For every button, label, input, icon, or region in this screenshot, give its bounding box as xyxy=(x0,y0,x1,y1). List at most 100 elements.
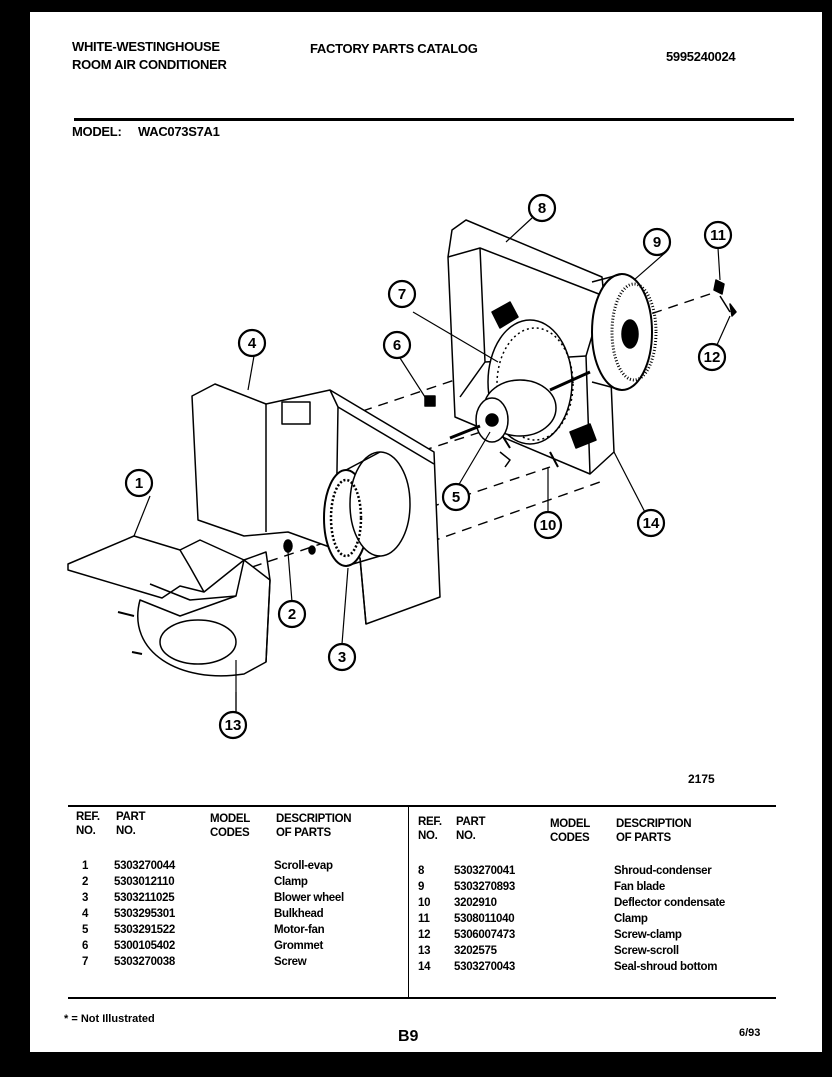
svg-text:14: 14 xyxy=(643,515,660,532)
ref-no-cell: 3 xyxy=(82,892,89,904)
part-no-cell: 5303270893 xyxy=(454,881,515,893)
part-no-cell: 5308011040 xyxy=(454,913,515,925)
catalog-title: FACTORY PARTS CATALOG xyxy=(310,41,478,56)
part-no-cell: 5303295301 xyxy=(114,908,175,920)
svg-text:13: 13 xyxy=(225,717,242,734)
table-top-rule xyxy=(68,805,776,807)
model-value: WAC073S7A1 xyxy=(138,124,220,139)
svg-text:6: 6 xyxy=(393,337,401,354)
callout-1: 1 xyxy=(124,468,154,498)
exploded-parts-diagram: 1 2 3 4 5 6 7 8 9 10 11 12 13 14 xyxy=(67,193,737,740)
ref-no-cell: 11 xyxy=(418,913,430,925)
table-bottom-rule xyxy=(68,997,776,999)
description-cell: Fan blade xyxy=(614,881,665,893)
header-description-right: DESCRIPTION OF PARTS xyxy=(616,818,692,844)
callout-6: 6 xyxy=(382,330,412,360)
part-no-cell: 3202575 xyxy=(454,945,497,957)
fan-blade-part xyxy=(591,273,658,391)
part-no-cell: 5303270044 xyxy=(114,860,175,872)
svg-text:11: 11 xyxy=(710,227,726,244)
description-cell: Screw xyxy=(274,956,307,968)
callout-12: 12 xyxy=(697,342,727,372)
description-cell: Deflector condensate xyxy=(614,897,725,909)
callout-11: 11 xyxy=(703,220,733,250)
part-no-cell: 5303270041 xyxy=(454,865,515,877)
part-no-cell: 5306007473 xyxy=(454,929,515,941)
ref-no-cell: 7 xyxy=(82,956,89,968)
svg-text:4: 4 xyxy=(248,335,257,352)
callout-4: 4 xyxy=(237,328,267,358)
ref-no-cell: 14 xyxy=(418,961,431,973)
description-cell: Shroud-condenser xyxy=(614,865,712,877)
callout-10: 10 xyxy=(533,510,563,540)
blower-wheel-part xyxy=(323,451,411,567)
figure-number: 2175 xyxy=(688,772,715,786)
part-no-cell: 3202910 xyxy=(454,897,497,909)
header-ref-no-right: REF. NO. xyxy=(418,816,442,842)
svg-text:2: 2 xyxy=(288,606,296,623)
svg-text:10: 10 xyxy=(540,517,557,534)
callout-14: 14 xyxy=(636,508,666,538)
description-cell: Clamp xyxy=(614,913,648,925)
description-cell: Bulkhead xyxy=(274,908,324,920)
page-code: B9 xyxy=(398,1028,419,1045)
part-no-cell: 5303270043 xyxy=(454,961,515,973)
ref-no-cell: 9 xyxy=(418,881,425,893)
part-no-cell: 5303270038 xyxy=(114,956,175,968)
model-label: MODEL: xyxy=(72,124,122,139)
brand-line-1: WHITE-WESTINGHOUSE xyxy=(72,39,220,54)
scroll-part xyxy=(131,551,271,736)
revision-date: 6/93 xyxy=(739,1027,761,1039)
callout-9: 9 xyxy=(642,227,672,257)
header-model-codes-right: MODEL CODES xyxy=(550,818,591,844)
motor-fan-part xyxy=(449,370,591,468)
ref-no-cell: 2 xyxy=(82,876,89,888)
svg-text:8: 8 xyxy=(538,200,546,217)
description-cell: Motor-fan xyxy=(274,924,325,936)
part-no-cell: 5303211025 xyxy=(114,892,175,904)
header-part-no-right: PART NO. xyxy=(456,816,486,842)
bulkhead-part xyxy=(191,383,441,625)
callout-8: 8 xyxy=(527,193,557,223)
ref-no-cell: 6 xyxy=(82,940,89,952)
header-model-codes-left: MODEL CODES xyxy=(210,813,251,839)
description-cell: Clamp xyxy=(274,876,308,888)
ref-no-cell: 4 xyxy=(82,908,89,920)
ref-no-cell: 8 xyxy=(418,865,425,877)
svg-text:1: 1 xyxy=(135,475,143,492)
svg-text:9: 9 xyxy=(653,234,661,251)
description-cell: Scroll-evap xyxy=(274,860,333,872)
description-cell: Seal-shroud bottom xyxy=(614,961,718,973)
description-cell: Screw-scroll xyxy=(614,945,679,957)
description-cell: Screw-clamp xyxy=(614,929,682,941)
table-column-divider xyxy=(408,807,409,997)
header-description-left: DESCRIPTION OF PARTS xyxy=(276,813,352,839)
svg-text:7: 7 xyxy=(398,286,406,303)
ref-no-cell: 5 xyxy=(82,924,89,936)
ref-no-cell: 1 xyxy=(82,860,89,872)
part-no-cell: 5300105402 xyxy=(114,940,175,952)
ref-no-cell: 12 xyxy=(418,929,431,941)
catalog-page: WHITE-WESTINGHOUSE ROOM AIR CONDITIONER … xyxy=(30,12,822,1052)
footnote: * = Not Illustrated xyxy=(64,1013,155,1025)
svg-text:12: 12 xyxy=(704,349,721,366)
scroll-evap-part xyxy=(67,535,245,617)
clamp-screw-part xyxy=(713,279,737,317)
svg-text:3: 3 xyxy=(338,649,346,666)
svg-text:5: 5 xyxy=(452,489,460,506)
grommet-part xyxy=(424,395,436,407)
callout-2: 2 xyxy=(277,599,307,629)
callout-13: 13 xyxy=(218,710,248,740)
description-cell: Grommet xyxy=(274,940,324,952)
callout-3: 3 xyxy=(327,642,357,672)
header-ref-no-left: REF. NO. xyxy=(76,811,100,837)
clamp-part xyxy=(283,539,316,555)
description-cell: Blower wheel xyxy=(274,892,344,904)
brand-line-2: ROOM AIR CONDITIONER xyxy=(72,57,227,72)
ref-no-cell: 13 xyxy=(418,945,431,957)
header-part-no-left: PART NO. xyxy=(116,811,146,837)
part-no-cell: 5303012110 xyxy=(114,876,175,888)
catalog-number: 5995240024 xyxy=(666,49,736,64)
callout-7: 7 xyxy=(387,279,417,309)
part-no-cell: 5303291522 xyxy=(114,924,175,936)
